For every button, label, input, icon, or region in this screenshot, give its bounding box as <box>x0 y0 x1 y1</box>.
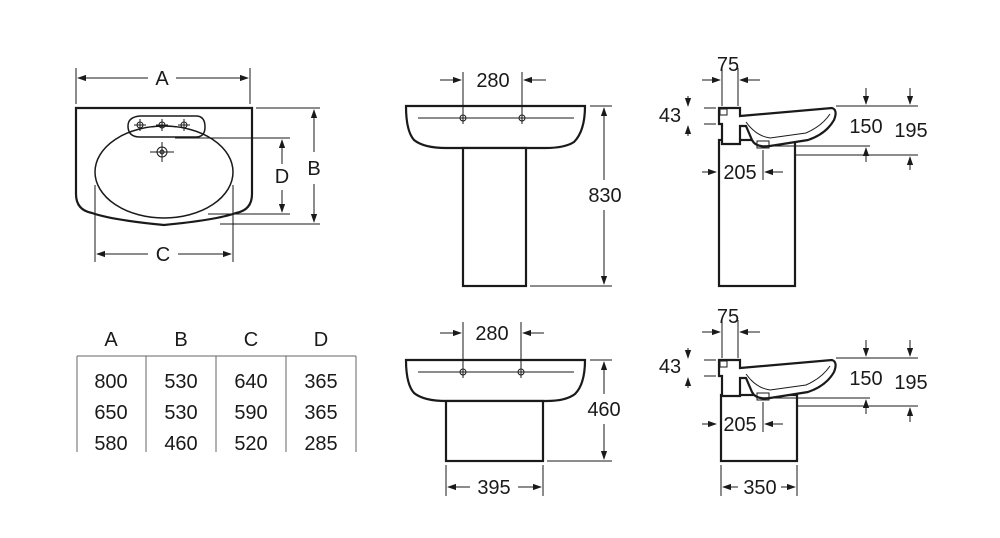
rim-thickness-label: 43 <box>659 356 681 378</box>
size-table: A B C D 800 530 640 365 650 530 590 365 … <box>76 329 357 455</box>
table-header-d: D <box>314 329 328 351</box>
plan-label-b: B <box>307 158 320 180</box>
basin-front-outline <box>404 358 587 403</box>
tap-marker-icon <box>719 360 728 368</box>
table-cell: 640 <box>234 371 267 393</box>
front-view-semi-pedestal: 280 460 395 <box>404 322 621 499</box>
basin-bowl-outline <box>94 125 234 219</box>
tap-offset-label: 75 <box>717 54 739 76</box>
tap-hole-icons <box>134 119 190 131</box>
pedestal-outline <box>461 146 528 288</box>
table-headers: A B C D <box>104 329 328 351</box>
table-cell: 520 <box>234 433 267 455</box>
waste-offset-label: 205 <box>723 162 756 184</box>
bowl-depth-label: 150 <box>849 116 882 138</box>
tap-marker-icons <box>457 112 528 124</box>
table-header-c: C <box>244 329 258 351</box>
plan-label-c: C <box>156 244 170 266</box>
bowl-depth-label: 150 <box>849 368 882 390</box>
table-header-b: B <box>174 329 187 351</box>
table-row: 580 460 520 285 <box>94 433 337 455</box>
waste-outlet-icon <box>756 140 770 149</box>
rim-thickness-label: 43 <box>659 105 681 127</box>
tap-marker-icon <box>719 108 728 116</box>
table-cell: 590 <box>234 402 267 424</box>
tap-marker-icons <box>457 366 527 378</box>
tap-spacing-label: 280 <box>475 323 508 345</box>
side-view-pedestal: 75 43 150 195 205 <box>659 54 928 288</box>
table-cell: 530 <box>164 402 197 424</box>
table-cell: 365 <box>304 371 337 393</box>
table-cell: 285 <box>304 433 337 455</box>
height-label: 460 <box>587 399 620 421</box>
table-row: 800 530 640 365 <box>94 371 337 393</box>
pedestal-width-label: 395 <box>477 477 510 499</box>
drain-icon <box>150 142 174 162</box>
waste-outlet-icon <box>756 392 770 401</box>
side-basin-outline <box>717 358 837 400</box>
basin-front-outline <box>404 104 587 150</box>
table-header-a: A <box>104 329 118 351</box>
side-pedestal-outline <box>717 138 797 288</box>
height-label: 830 <box>588 185 621 207</box>
table-cell: 580 <box>94 433 127 455</box>
side-basin-outline <box>717 106 837 148</box>
overall-depth-label: 195 <box>894 120 927 142</box>
plan-label-a: A <box>155 68 169 90</box>
table-cell: 800 <box>94 371 127 393</box>
tap-offset-label: 75 <box>717 306 739 328</box>
semi-pedestal-outline <box>444 399 545 463</box>
overall-depth-label: 195 <box>894 372 927 394</box>
side-view-semi-pedestal: 75 43 150 195 205 350 <box>659 306 928 499</box>
table-row: 650 530 590 365 <box>94 402 337 424</box>
waste-offset-label: 205 <box>723 414 756 436</box>
table-cell: 650 <box>94 402 127 424</box>
table-cell: 530 <box>164 371 197 393</box>
table-cell: 460 <box>164 433 197 455</box>
plan-view: A B D C <box>74 68 321 266</box>
tap-deck-outline <box>127 115 206 138</box>
pedestal-depth-label: 350 <box>743 477 776 499</box>
table-cell: 365 <box>304 402 337 424</box>
side-semi-pedestal-outline <box>719 393 799 463</box>
plan-label-d: D <box>275 166 289 188</box>
tap-spacing-label: 280 <box>476 70 509 92</box>
front-view-pedestal: 280 830 <box>404 70 622 288</box>
